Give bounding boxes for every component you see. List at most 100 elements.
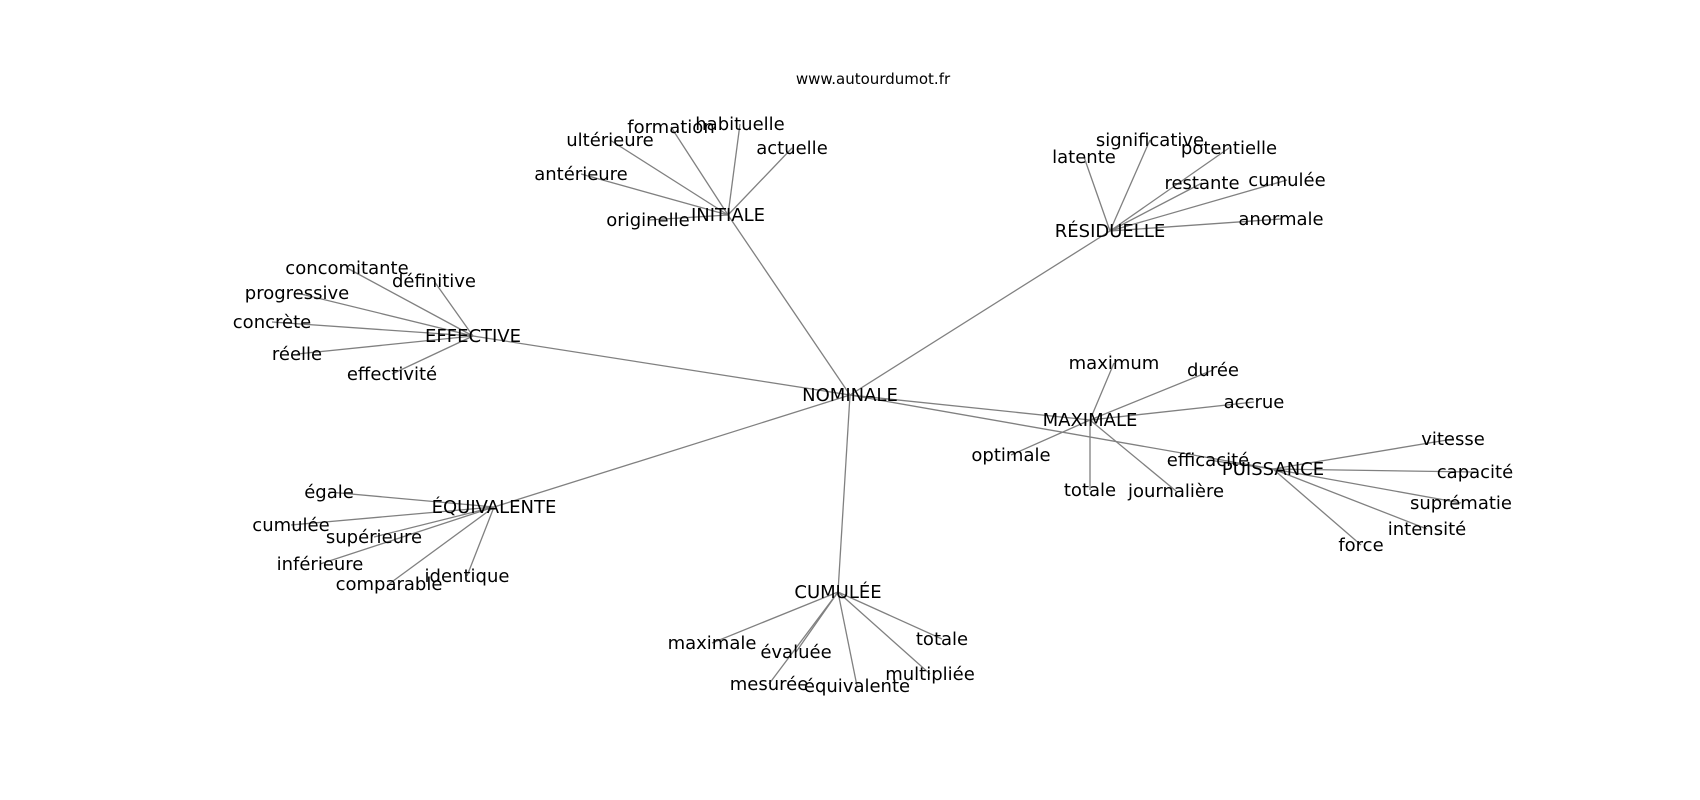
root-node: NOMINALE: [802, 385, 898, 406]
edge-hub-leaf: [1089, 401, 1255, 421]
leaf-node: maximum: [1069, 353, 1160, 374]
leaf-node: concomitante: [285, 258, 408, 279]
edge-hub-leaf: [1109, 182, 1203, 232]
leaf-node: suprématie: [1410, 493, 1512, 514]
leaf-node: égale: [304, 482, 354, 503]
hub-node: MAXIMALE: [1043, 410, 1138, 431]
edge-hub-leaf: [1109, 179, 1288, 232]
leaf-node: anormale: [1238, 209, 1323, 230]
edge-hub-leaf: [1272, 468, 1476, 473]
edge-hub-leaf: [1089, 419, 1177, 492]
edge-hub-leaf: [296, 292, 474, 337]
edge-hub-leaf: [466, 506, 495, 577]
edge-hub-leaf: [1010, 419, 1091, 456]
graph-edges: [271, 123, 1476, 687]
leaf-node: équivalente: [804, 676, 910, 697]
edge-hub-leaf: [319, 506, 495, 565]
edge-root-hub: [493, 394, 851, 508]
hub-node: ÉQUIVALENTE: [432, 496, 557, 518]
edge-hub-leaf: [1272, 438, 1454, 470]
edge-hub-leaf: [1089, 362, 1115, 421]
leaf-node: maximale: [668, 633, 757, 654]
leaf-node: évaluée: [760, 642, 831, 663]
edge-root-hub: [837, 394, 851, 593]
leaf-node: définitive: [392, 271, 476, 292]
graph-nodes: NOMINALE INITIALE ultérieureformationhabit…: [233, 114, 1513, 697]
leaf-node: efficacité: [1167, 450, 1249, 471]
edge-hub-leaf: [837, 591, 858, 687]
edge-hub-leaf: [391, 335, 474, 375]
edge-hub-leaf: [1207, 459, 1274, 470]
edge-hub-leaf: [1109, 139, 1151, 232]
leaf-node: potentielle: [1181, 138, 1277, 159]
leaf-node: totale: [916, 629, 968, 650]
leaf-node: vitesse: [1421, 429, 1485, 450]
edge-hub-leaf: [433, 280, 474, 337]
edge-hub-leaf: [271, 321, 474, 337]
leaf-node: mesurée: [730, 674, 809, 695]
leaf-node: comparable: [336, 574, 443, 595]
leaf-node: optimale: [971, 445, 1050, 466]
edge-hub-leaf: [1089, 369, 1214, 421]
leaf-node: originelle: [606, 210, 689, 231]
edge-hub-leaf: [290, 506, 495, 526]
edge-hub-leaf: [296, 335, 474, 355]
hub-node: RÉSIDUELLE: [1055, 220, 1165, 242]
edge-hub-leaf: [1109, 218, 1282, 232]
edge-root-hub: [849, 394, 1274, 470]
leaf-node: multipliée: [885, 664, 975, 685]
edge-root-hub: [849, 230, 1111, 396]
leaf-node: cumulée: [252, 515, 329, 536]
leaf-node: latente: [1052, 147, 1116, 168]
edge-hub-leaf: [388, 506, 495, 585]
edge-hub-leaf: [1272, 468, 1362, 546]
edge-hub-leaf: [373, 506, 495, 538]
leaf-node: journalière: [1127, 481, 1224, 502]
leaf-node: concrète: [233, 312, 311, 333]
leaf-node: totale: [1064, 480, 1116, 501]
leaf-node: supérieure: [326, 527, 422, 548]
edge-hub-leaf: [1083, 156, 1111, 232]
leaf-node: formation: [627, 117, 714, 138]
leaf-node: ultérieure: [566, 130, 654, 151]
edge-hub-leaf: [346, 267, 474, 337]
leaf-node: significative: [1096, 130, 1204, 151]
edge-hub-leaf: [609, 139, 729, 216]
edge-hub-leaf: [727, 123, 741, 216]
hub-node: INITIALE: [691, 205, 765, 226]
leaf-node: effectivité: [347, 364, 437, 385]
edge-root-hub: [472, 335, 851, 396]
leaf-node: inférieure: [277, 554, 364, 575]
edge-hub-leaf: [727, 147, 793, 216]
leaf-node: cumulée: [1248, 170, 1325, 191]
hub-node: EFFECTIVE: [425, 326, 521, 347]
edge-hub-leaf: [711, 591, 839, 644]
edge-hub-leaf: [837, 591, 931, 675]
leaf-node: intensité: [1388, 519, 1466, 540]
leaf-node: réelle: [272, 344, 322, 365]
hub-node: PUISSANCE: [1222, 459, 1324, 480]
edge-root-hub: [727, 214, 851, 396]
leaf-node: identique: [425, 566, 510, 587]
leaf-node: antérieure: [534, 164, 628, 185]
leaf-node: capacité: [1437, 462, 1513, 483]
edge-hub-leaf: [1109, 147, 1230, 232]
leaf-node: accrue: [1224, 392, 1285, 413]
leaf-node: restante: [1164, 173, 1239, 194]
edge-hub-leaf: [328, 491, 495, 508]
edge-root-hub: [849, 394, 1091, 421]
edge-hub-leaf: [670, 126, 729, 216]
leaf-node: actuelle: [756, 138, 828, 159]
leaf-node: habituelle: [695, 114, 784, 135]
hub-node: CUMULÉE: [794, 581, 881, 603]
leaf-node: force: [1338, 535, 1383, 556]
leaf-node: progressive: [245, 283, 349, 304]
edge-hub-leaf: [1272, 468, 1428, 530]
edge-hub-leaf: [580, 173, 729, 216]
edge-hub-leaf: [768, 591, 839, 685]
edge-hub-leaf: [647, 214, 729, 221]
edge-hub-leaf: [837, 591, 943, 640]
edge-hub-leaf: [1272, 468, 1462, 504]
leaf-node: durée: [1187, 360, 1239, 381]
